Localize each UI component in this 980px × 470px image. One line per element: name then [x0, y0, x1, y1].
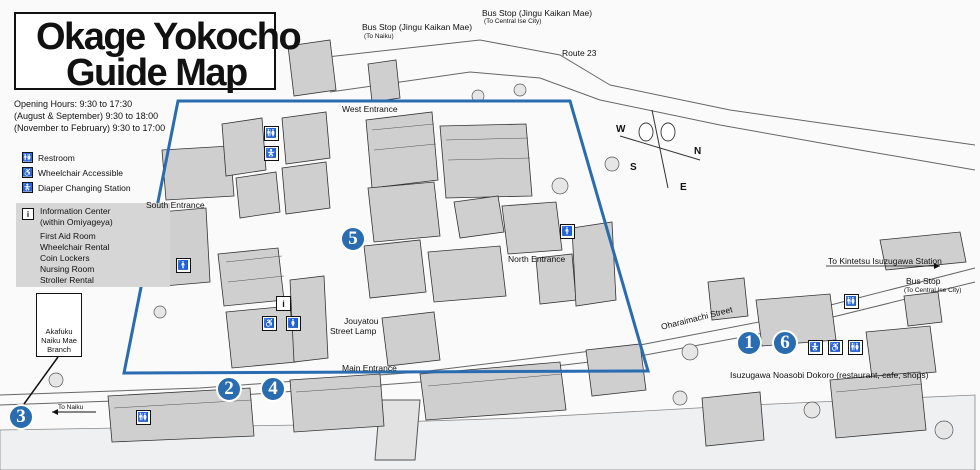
marker-6[interactable]: 6 [772, 330, 798, 356]
marker-1[interactable]: 1 [736, 330, 762, 356]
marker-3[interactable]: 3 [8, 404, 34, 430]
opening-hours: Opening Hours: 9:30 to 17:30 (August & S… [14, 98, 165, 134]
hours-line2: (August & September) 9:30 to 18:00 [14, 111, 159, 121]
bus-stop-east-label: Bus Stop [906, 276, 941, 286]
compass-e: E [680, 182, 687, 193]
marker-4[interactable]: 4 [260, 376, 286, 402]
diaper-changing-icon: 🚼 [22, 182, 33, 193]
jouyatou-label-line2: Street Lamp [330, 326, 377, 336]
info-item: Coin Lockers [40, 253, 90, 263]
bus-stop-north-sub: (To Central Ise City) [484, 18, 542, 25]
to-kintetsu-label: To Kintetsu Isuzugawa Station [828, 256, 942, 266]
wheelchair-icon: ♿ [22, 167, 33, 178]
information-icon: i [22, 208, 34, 220]
akafuku-line1: Akafuku [45, 327, 73, 336]
compass-n: N [694, 146, 702, 157]
info-item: Wheelchair Rental [40, 242, 110, 252]
route-23-label: Route 23 [562, 48, 597, 58]
marker-5[interactable]: 5 [340, 226, 366, 252]
restroom-icon: 🚹 [560, 224, 575, 239]
diaper-changing-icon: 🚼 [264, 146, 279, 161]
akafuku-branch-box [36, 293, 82, 357]
akafuku-line3: Branch [47, 345, 71, 354]
map-title-line2: Guide Map [66, 52, 248, 94]
compass [619, 109, 701, 189]
hours-line3: (November to February) 9:30 to 17:00 [14, 123, 166, 133]
to-naiku-label: To Naiku [58, 404, 84, 411]
diaper-changing-icon: 🚼 [808, 340, 823, 355]
mascot-cats [638, 122, 676, 142]
info-title-line2: (within Omiyageya) [40, 217, 113, 227]
marker-2[interactable]: 2 [216, 376, 242, 402]
info-item: First Aid Room [40, 231, 96, 241]
akafuku-branch-label: Akafuku Naiku Mae Branch [38, 327, 80, 354]
restroom-icon: 🚹 [176, 258, 191, 273]
north-entrance-label: North Entrance [508, 254, 566, 264]
wheelchair-icon: ♿ [828, 340, 843, 355]
info-center-title: Information Center (within Omiyageya) [40, 206, 113, 228]
title-box: Okage Yokocho Guide Map [14, 12, 302, 94]
compass-s: S [630, 162, 637, 173]
isuzugawa-label: Isuzugawa Noasobi Dokoro (restaurant, ca… [730, 370, 929, 380]
restroom-icon: 🚻 [848, 340, 863, 355]
info-center-box: i Information Center (within Omiyageya) … [16, 203, 170, 287]
restroom-icon: 🚻 [22, 152, 33, 163]
information-icon: i [276, 296, 291, 311]
legend-wheelchair-label: Wheelchair Accessible [38, 167, 124, 178]
restroom-icon: 🚺 [286, 316, 301, 331]
bus-stop-north-label: Bus Stop (Jingu Kaikan Mae) [482, 8, 593, 18]
jouyatou-label-line1: Jouyatou [344, 316, 379, 326]
bus-stop-east-sub: (To Central Ise City) [904, 287, 962, 294]
akafuku-line2: Naiku Mae [41, 336, 77, 345]
legend: 🚻 Restroom ♿ Wheelchair Accessible 🚼 Dia… [22, 150, 131, 195]
bus-stop-west-label: Bus Stop (Jingu Kaikan Mae) [362, 22, 473, 32]
wheelchair-icon: ♿ [262, 316, 277, 331]
legend-wheelchair: ♿ Wheelchair Accessible [22, 165, 131, 180]
map-title-line1: Okage Yokocho [36, 16, 302, 58]
legend-diaper-label: Diaper Changing Station [38, 182, 131, 193]
info-item: Stroller Rental [40, 275, 94, 285]
akafuku-pointer [23, 356, 59, 405]
main-entrance-label: Main Entrance [342, 363, 397, 373]
west-entrance-label: West Entrance [342, 104, 398, 114]
legend-diaper: 🚼 Diaper Changing Station [22, 180, 131, 195]
restroom-icon: 🚻 [264, 126, 279, 141]
info-center-services: First Aid Room Wheelchair Rental Coin Lo… [40, 231, 109, 286]
south-entrance-label: South Entrance [146, 200, 205, 210]
legend-restroom: 🚻 Restroom [22, 150, 131, 165]
legend-restroom-label: Restroom [38, 152, 75, 163]
info-title-line1: Information Center [40, 206, 111, 216]
bus-stop-west-sub: (To Naiku) [364, 33, 394, 40]
restroom-icon: 🚻 [844, 294, 859, 309]
compass-w: W [616, 124, 626, 135]
bridge [374, 399, 421, 461]
restroom-icon: 🚻 [136, 410, 151, 425]
info-item: Nursing Room [40, 264, 95, 274]
hours-line1: Opening Hours: 9:30 to 17:30 [14, 99, 133, 109]
